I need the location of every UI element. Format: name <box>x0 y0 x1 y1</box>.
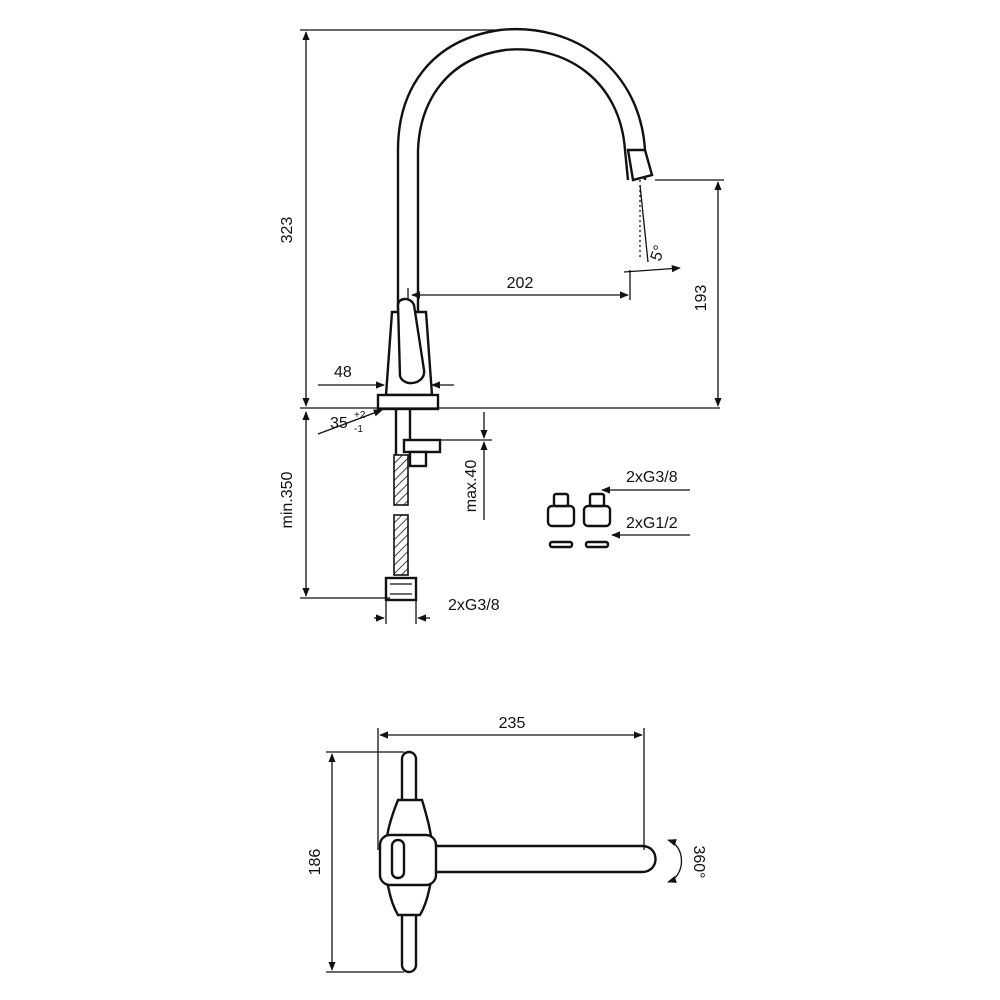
fitting-right <box>582 504 612 528</box>
hose-lower <box>393 514 409 576</box>
dim-total-height: 323 <box>279 217 296 244</box>
dim-hole-tol-plus: +2 <box>354 410 366 421</box>
dim-counter-thickness: max.40 <box>463 460 480 513</box>
mounting-plate <box>402 438 442 454</box>
dim-plan-width: 186 <box>307 849 324 876</box>
spout-top <box>398 844 657 874</box>
dim-hose-length: min.350 <box>279 471 296 528</box>
spout-joint <box>390 838 406 880</box>
plan-view-dimensions: 235 186 360° <box>307 715 707 973</box>
dim-hose-thread: 2xG3/8 <box>448 597 500 614</box>
spout-inner <box>416 48 630 312</box>
base-plate <box>376 393 440 411</box>
faucet-top-view <box>378 750 657 974</box>
fitting-left <box>546 504 576 528</box>
rotation-arrow <box>667 839 682 883</box>
aerator-tip <box>626 148 654 182</box>
fixing-nut <box>408 450 428 468</box>
dim-hole-diameter: 35 <box>330 415 348 432</box>
spout-outer <box>396 27 647 312</box>
lever-top-lower <box>400 908 418 974</box>
fittings-detail: 2xG3/8 2xG1/2 <box>546 469 690 549</box>
hose-upper <box>393 454 409 506</box>
hose-connector <box>384 576 418 602</box>
dim-rotation: 360° <box>690 845 707 878</box>
dim-fitting-thread-b: 2xG1/2 <box>626 515 678 532</box>
dim-spout-reach: 202 <box>507 275 534 292</box>
dim-body-width: 48 <box>334 364 352 381</box>
washer-right <box>584 540 610 549</box>
washer-left <box>548 540 574 549</box>
dim-plan-length: 235 <box>499 715 526 732</box>
dim-outlet-height: 193 <box>693 285 710 312</box>
dim-fitting-thread-a: 2xG3/8 <box>626 469 678 486</box>
dim-hole-tol-minus: -1 <box>354 424 363 435</box>
side-view-dimensions: 323 193 202 5° 48 35 +2 -1 min.350 max.4… <box>279 29 724 624</box>
faucet-side-view <box>376 27 654 602</box>
lever-handle <box>396 297 426 385</box>
dim-spout-angle: 5° <box>648 243 669 263</box>
